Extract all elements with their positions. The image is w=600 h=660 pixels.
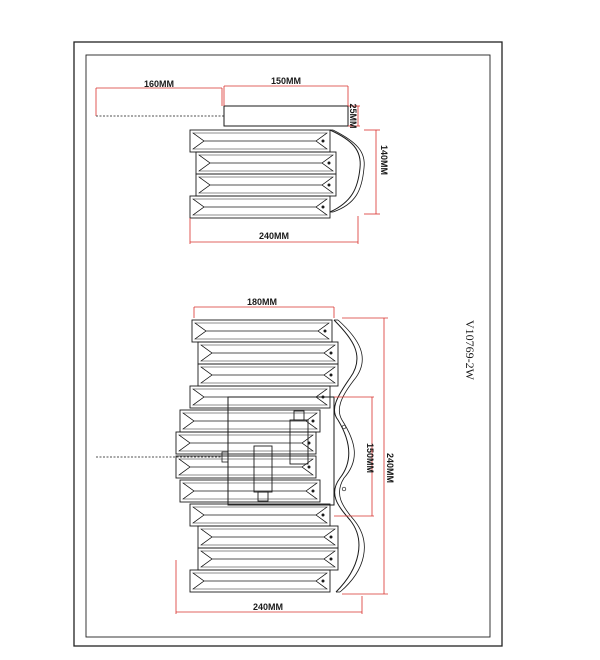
model-code: V10769-2W bbox=[463, 320, 477, 381]
page-border bbox=[73, 41, 503, 647]
top-chain-length-label: 160MM bbox=[144, 79, 174, 89]
top-canopy-height-label: 25MM bbox=[348, 103, 358, 128]
front-total-height-label: 240MM bbox=[385, 453, 395, 483]
inner-border bbox=[85, 54, 491, 638]
top-crystal-height-label: 140MM bbox=[379, 145, 389, 175]
front-top-width-label: 180MM bbox=[247, 297, 277, 307]
front-total-width-label: 240MM bbox=[253, 602, 283, 612]
front-backplate-height-label: 150MM bbox=[365, 443, 375, 473]
front-view: 180MM bbox=[96, 297, 395, 614]
top-view: 160MM 150MM 25MM 140MM 240MM bbox=[95, 76, 389, 244]
top-canopy-width-label: 150MM bbox=[271, 76, 301, 86]
top-total-width-label: 240MM bbox=[259, 231, 289, 241]
